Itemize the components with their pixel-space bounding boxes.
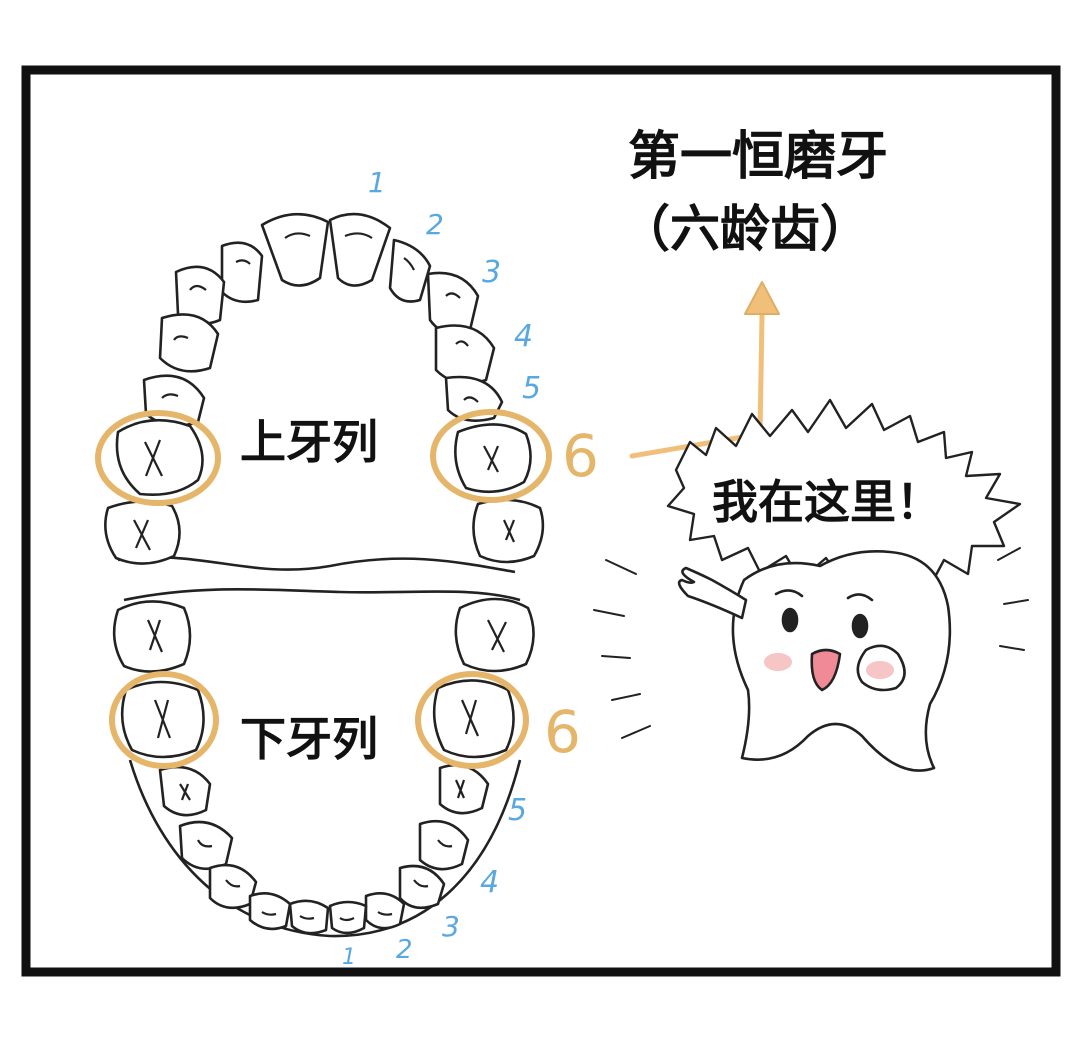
upper-tooth-4-left <box>158 313 220 373</box>
lower-number-5: 5 <box>508 793 527 828</box>
lower-tooth-6-right <box>432 679 515 759</box>
lower-tooth-7-left <box>112 600 192 673</box>
mascot-mouth <box>810 648 842 692</box>
highlight-lower-right-molar <box>415 671 529 769</box>
title-line-2: （六龄齿） <box>620 200 870 258</box>
upper-dental-arch <box>104 212 545 574</box>
upper-number-2: 2 <box>426 208 444 241</box>
mascot-body <box>731 550 952 772</box>
lower-number-6: 6 <box>544 698 581 766</box>
speech-text: 我在这里！ <box>712 475 942 529</box>
speech-bubble <box>666 398 1022 592</box>
motion-lines <box>593 547 1029 739</box>
lower-number-3: 3 <box>442 910 460 943</box>
mascot-right-brow <box>846 593 874 602</box>
upper-number-3: 3 <box>482 255 501 290</box>
mascot-left-cheek <box>764 653 792 671</box>
upper-number-5: 5 <box>522 371 541 406</box>
lower-number-4: 4 <box>480 865 499 900</box>
upper-tooth-1-left <box>260 212 330 287</box>
highlight-lower-left-molar <box>109 671 219 769</box>
lower-jaw-outline <box>128 759 522 938</box>
title-line-1: 第一恒磨牙 <box>628 127 888 187</box>
lower-number-2: 2 <box>396 935 413 965</box>
lower-floor-outline <box>123 587 521 602</box>
highlight-upper-left-molar <box>95 410 221 506</box>
upper-tooth-2-right <box>388 238 432 303</box>
lower-crown-marks <box>146 619 507 922</box>
lower-arch-label: 下牙列 <box>240 712 378 766</box>
mascot-left-arm <box>677 566 748 620</box>
highlight-upper-right-molar <box>430 409 552 503</box>
tooth-mascot <box>677 550 952 772</box>
lower-tooth-1-left <box>288 899 330 935</box>
upper-tooth-6-left <box>115 418 204 496</box>
upper-tooth-2-left <box>220 241 264 304</box>
arrow-head <box>744 281 780 315</box>
lower-number-1: 1 <box>342 945 356 970</box>
upper-arch-label: 上牙列 <box>240 415 378 469</box>
upper-crown-marks <box>133 232 516 551</box>
upper-tooth-1-right <box>328 212 392 287</box>
lower-dental-arch <box>112 587 535 938</box>
mascot-right-cheek <box>866 661 894 679</box>
mascot-left-brow <box>774 589 804 598</box>
upper-number-1: 1 <box>368 166 386 199</box>
upper-tooth-numbers: 1 2 3 4 5 6 <box>368 166 599 490</box>
upper-palate-outline <box>117 556 516 574</box>
first-molar-highlights <box>95 409 552 769</box>
lower-tooth-2-right <box>364 892 406 930</box>
upper-number-4: 4 <box>514 319 533 354</box>
mascot-left-eye <box>781 607 799 633</box>
lower-tooth-numbers: 6 5 4 3 2 1 <box>342 698 581 970</box>
mascot-right-eye <box>851 613 869 639</box>
lower-tooth-1-right <box>328 900 368 935</box>
upper-number-6: 6 <box>562 422 599 490</box>
lower-tooth-2-left <box>248 892 292 931</box>
